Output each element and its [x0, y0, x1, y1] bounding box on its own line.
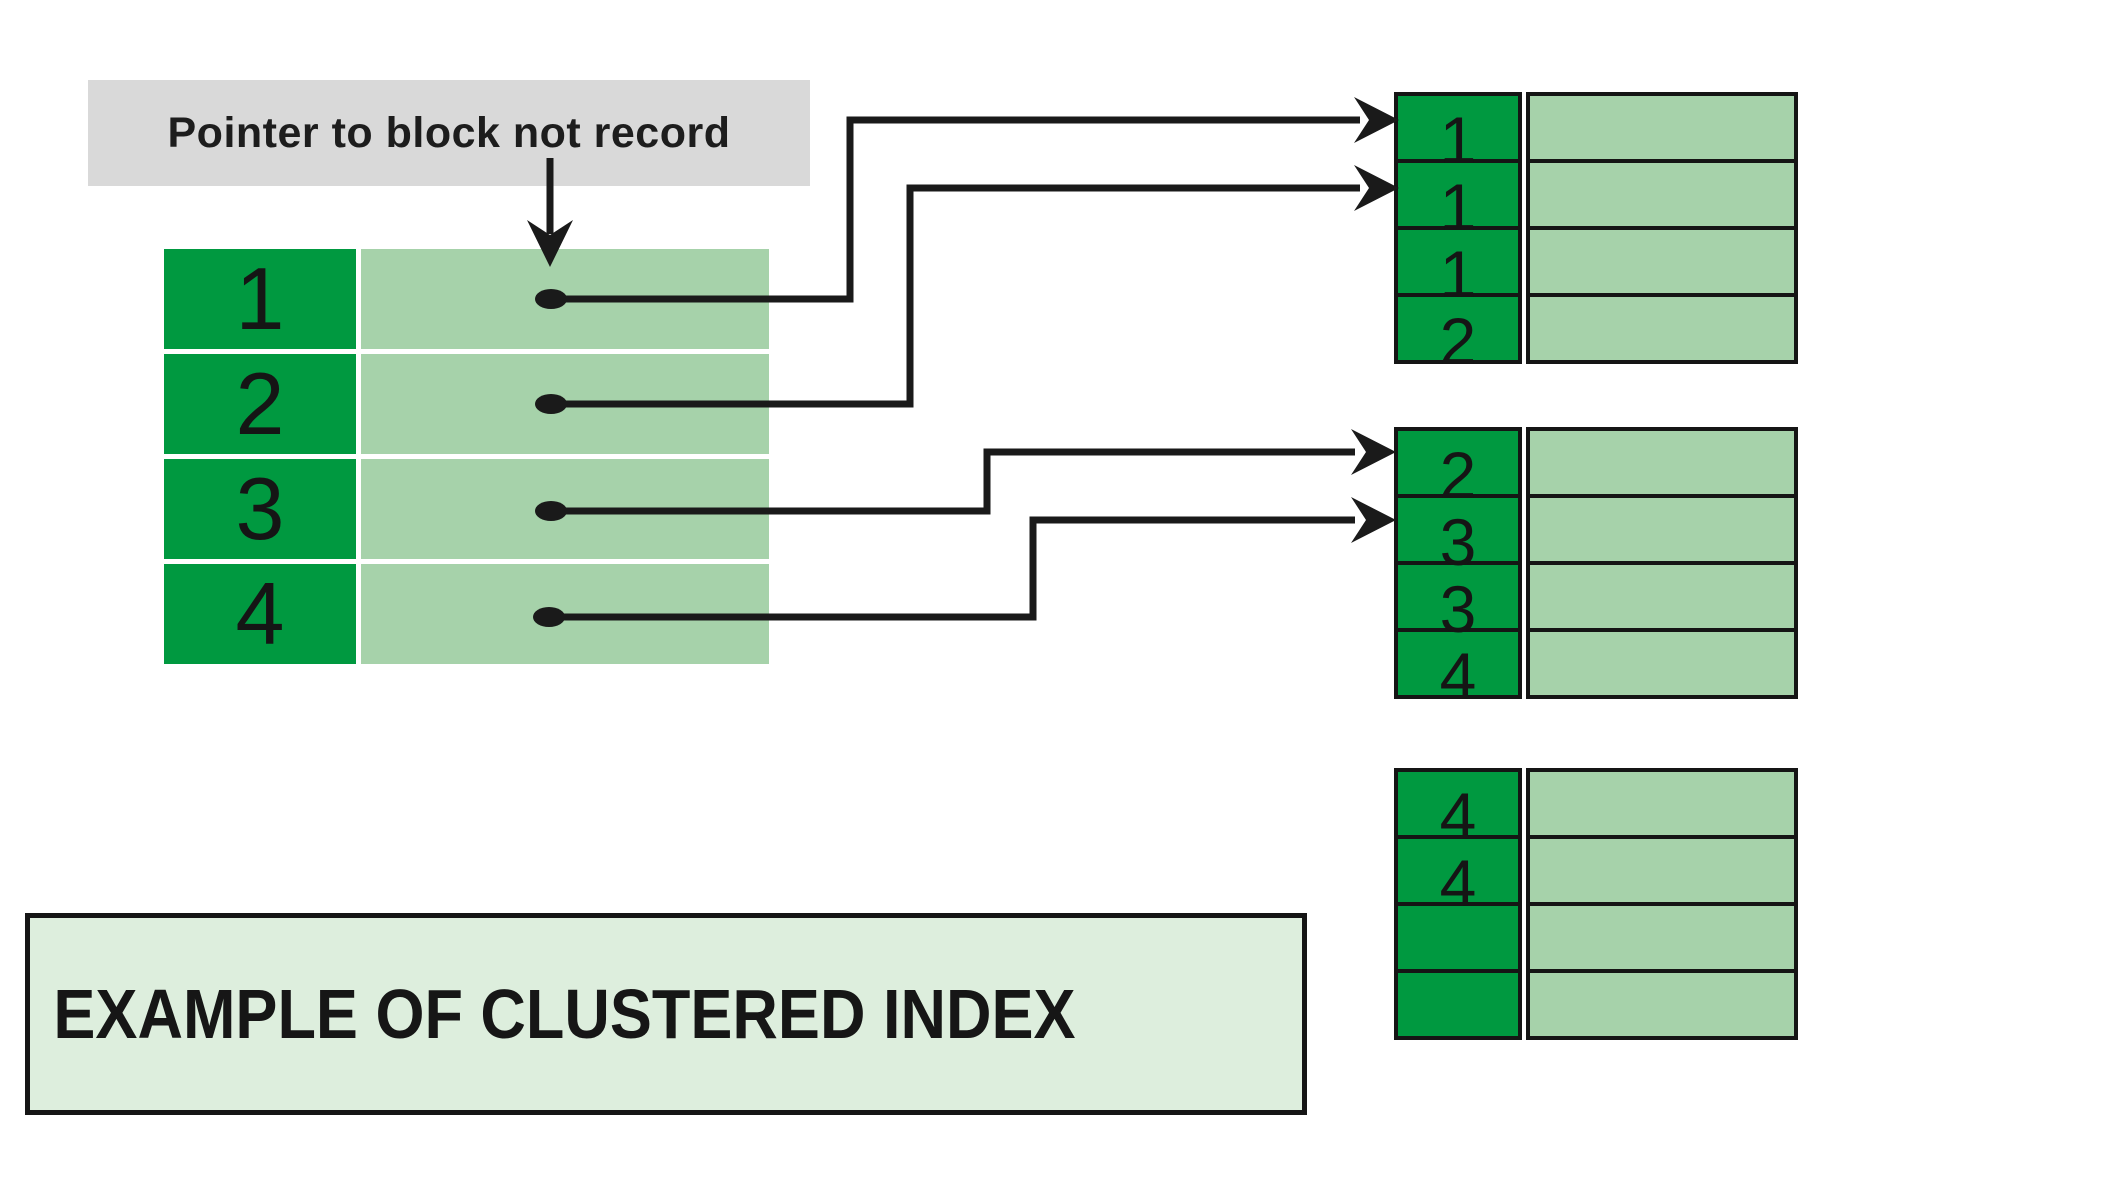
block-key-cell: 1: [1394, 159, 1522, 240]
block-key-value: 4: [1439, 779, 1477, 853]
block-key-cell: 3: [1394, 494, 1522, 575]
block-key-cell: 3: [1394, 561, 1522, 642]
block-key-value: 2: [1439, 438, 1477, 512]
caption-box: EXAMPLE OF CLUSTERED INDEX: [25, 913, 1307, 1115]
block-key-cell: 4: [1394, 835, 1522, 916]
block-key-value: 1: [1439, 170, 1477, 244]
index-key-value: 4: [235, 564, 285, 663]
block-key-column: 4 4: [1394, 768, 1522, 1040]
data-block-2: 2 3 3 4: [1394, 427, 1804, 709]
block-key-value: 1: [1439, 237, 1477, 311]
data-block-1: 1 1 1 2: [1394, 92, 1804, 374]
block-record-cell: [1526, 494, 1798, 565]
block-key-value: 3: [1439, 572, 1477, 646]
block-record-cell: [1526, 293, 1798, 364]
block-record-cell: [1526, 92, 1798, 163]
block-record-cell: [1526, 768, 1798, 839]
arrowhead-right-icon: [1351, 429, 1396, 475]
block-key-value: 1: [1439, 103, 1477, 177]
index-pointer-cell: [361, 459, 769, 559]
index-key-value: 2: [235, 354, 285, 453]
data-block-3: 4 4: [1394, 768, 1804, 1044]
block-key-cell: 1: [1394, 92, 1522, 173]
index-pointer-cell: [361, 249, 769, 349]
block-key-value: 3: [1439, 505, 1477, 579]
block-record-column: [1526, 92, 1798, 364]
pointer-note-text: Pointer to block not record: [167, 108, 731, 157]
block-key-cell: 1: [1394, 226, 1522, 307]
block-key-value: 4: [1439, 639, 1477, 713]
block-key-value: 4: [1439, 846, 1477, 920]
block-record-cell: [1526, 427, 1798, 498]
block-record-cell: [1526, 561, 1798, 632]
index-pointer-cell: [361, 564, 769, 664]
arrowhead-right-icon: [1351, 497, 1396, 543]
index-key-value: 3: [235, 459, 285, 558]
block-key-value: 2: [1439, 304, 1477, 378]
caption-text: EXAMPLE OF CLUSTERED INDEX: [53, 975, 1076, 1053]
block-record-cell: [1526, 969, 1798, 1040]
pointer-note-label: Pointer to block not record: [88, 80, 810, 186]
index-key-value: 1: [235, 249, 285, 348]
block-key-cell: 4: [1394, 628, 1522, 709]
block-record-cell: [1526, 226, 1798, 297]
block-key-cell: 2: [1394, 293, 1522, 374]
block-key-cell: 4: [1394, 768, 1522, 849]
index-key-cell: 2: [164, 354, 356, 454]
index-key-cell: 4: [164, 564, 356, 664]
arrowhead-right-icon: [1354, 165, 1399, 211]
arrowhead-right-icon: [1354, 97, 1399, 143]
index-pointer-cell: [361, 354, 769, 454]
block-key-column: 1 1 1 2: [1394, 92, 1522, 374]
block-record-cell: [1526, 159, 1798, 230]
index-key-cell: 1: [164, 249, 356, 349]
block-key-column: 2 3 3 4: [1394, 427, 1522, 709]
block-record-cell: [1526, 835, 1798, 906]
index-key-cell: 3: [164, 459, 356, 559]
block-record-column: [1526, 427, 1798, 699]
block-key-cell: [1394, 969, 1522, 1040]
block-key-cell: 2: [1394, 427, 1522, 508]
block-record-column: [1526, 768, 1798, 1040]
block-record-cell: [1526, 628, 1798, 699]
block-record-cell: [1526, 902, 1798, 973]
